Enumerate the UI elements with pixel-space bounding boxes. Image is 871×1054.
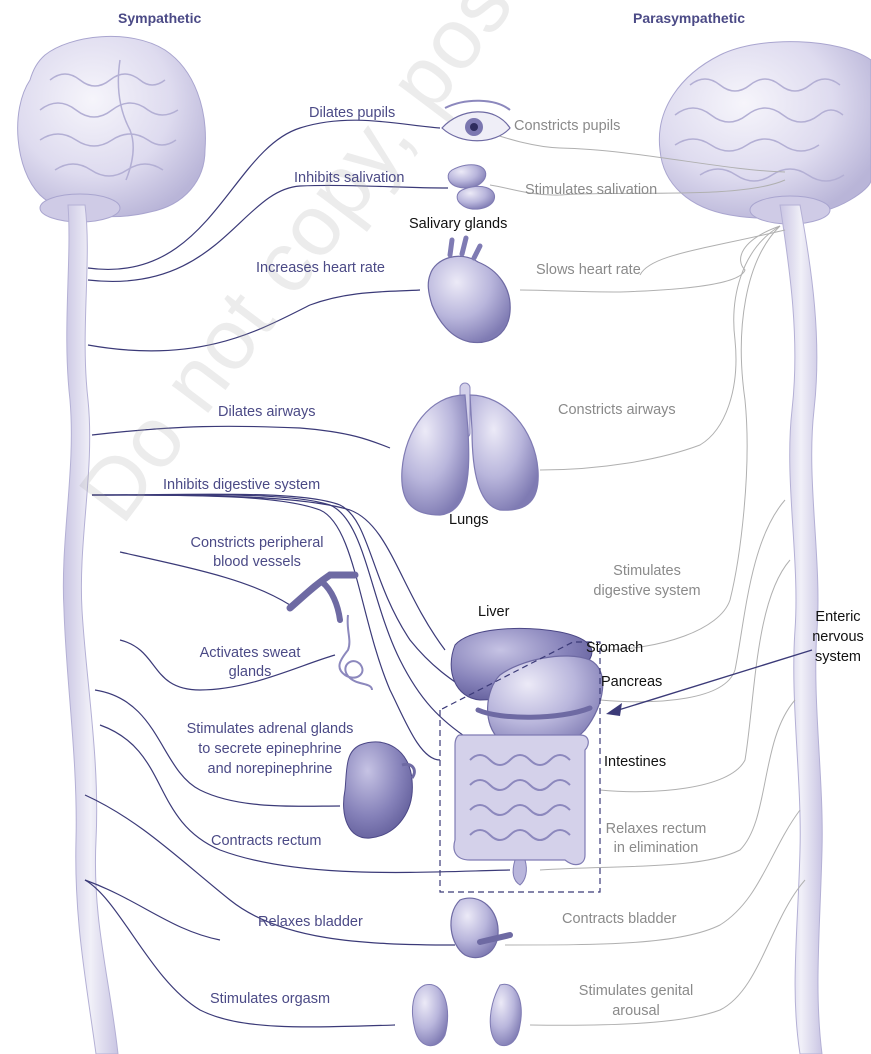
label-adrenal-1: Stimulates adrenal glands — [187, 720, 354, 738]
enteric-arrow-head — [606, 703, 622, 716]
lungs-organ — [402, 383, 538, 515]
parasympathetic-header: Parasympathetic — [633, 9, 745, 27]
label-stimulates-orgasm: Stimulates orgasm — [210, 990, 330, 1008]
heart-organ — [428, 238, 510, 343]
blood-vessel-organ — [290, 575, 355, 620]
label-constricts-pupils: Constricts pupils — [514, 117, 620, 135]
kidney-organ — [344, 742, 415, 838]
label-constricts-vessels-1: Constricts peripheral — [191, 534, 324, 552]
label-stomach: Stomach — [586, 639, 643, 657]
label-stimulates-salivation: Stimulates salivation — [525, 181, 657, 199]
label-relaxes-rectum-1: Relaxes rectum — [606, 820, 707, 838]
label-lungs: Lungs — [449, 511, 489, 529]
label-stimulates-digestive-1: Stimulates — [613, 562, 681, 580]
label-enteric-3: system — [815, 648, 861, 666]
label-enteric-2: nervous — [812, 628, 864, 646]
sympathetic-header: Sympathetic — [118, 9, 201, 27]
salivary-glands-organ — [448, 165, 494, 209]
label-enteric-1: Enteric — [815, 608, 860, 626]
label-genital-arousal-1: Stimulates genital — [579, 982, 693, 1000]
label-contracts-rectum: Contracts rectum — [211, 832, 321, 850]
label-dilates-pupils: Dilates pupils — [309, 104, 395, 122]
label-contracts-bladder: Contracts bladder — [562, 910, 676, 928]
label-pancreas: Pancreas — [601, 673, 662, 691]
left-brain — [18, 36, 206, 1054]
label-relaxes-rectum-2: in elimination — [614, 839, 699, 857]
bladder-organ — [451, 898, 510, 958]
label-intestines: Intestines — [604, 753, 666, 771]
label-constricts-airways: Constricts airways — [558, 401, 676, 419]
right-brain — [659, 42, 871, 1054]
label-inhibits-digestive: Inhibits digestive system — [163, 476, 320, 494]
label-activates-sweat-2: glands — [229, 663, 272, 681]
label-constricts-vessels-2: blood vessels — [213, 553, 301, 571]
label-adrenal-2: to secrete epinephrine — [198, 740, 342, 758]
label-stimulates-digestive-2: digestive system — [593, 582, 700, 600]
intestines-organ — [454, 735, 588, 885]
sweat-gland-organ — [339, 615, 372, 690]
label-inhibits-salivation: Inhibits salivation — [294, 169, 404, 187]
label-slows-heart-rate: Slows heart rate — [536, 261, 641, 279]
label-genital-arousal-2: arousal — [612, 1002, 660, 1020]
genitals-organ — [412, 984, 521, 1045]
label-increases-heart-rate: Increases heart rate — [256, 259, 385, 277]
label-liver: Liver — [478, 603, 509, 621]
label-relaxes-bladder: Relaxes bladder — [258, 913, 363, 931]
liver-stomach-organ — [451, 628, 603, 750]
label-salivary-glands: Salivary glands — [409, 215, 507, 233]
label-dilates-airways: Dilates airways — [218, 403, 316, 421]
label-activates-sweat-1: Activates sweat — [200, 644, 301, 662]
label-adrenal-3: and norepinephrine — [208, 760, 333, 778]
